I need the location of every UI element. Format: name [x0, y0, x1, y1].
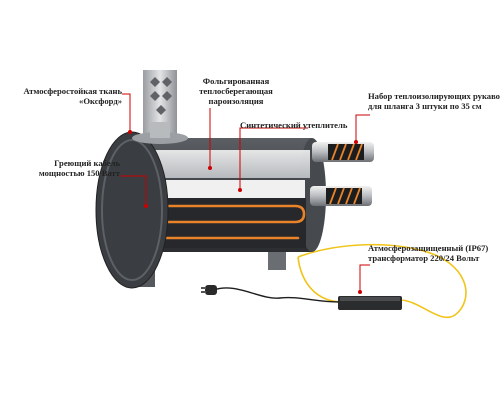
leader-lines	[120, 93, 370, 292]
plug-icon	[201, 285, 217, 295]
power-cord	[213, 287, 341, 303]
hose-sleeve-lower	[310, 186, 372, 206]
label-hose-sleeves: Набор теплоизолирующих рукавов для шланг…	[368, 91, 500, 111]
yellow-wire	[297, 256, 341, 303]
tank-front-rim	[101, 139, 163, 281]
hose-sleeve-upper	[312, 142, 374, 162]
tank-front-cap	[95, 131, 169, 289]
label-heating-cable: Греющий кабель мощностью 150 Ватт	[38, 158, 120, 178]
label-transformer: Атмосферозащищенный (IP67) трансформатор…	[368, 243, 489, 263]
transformer-box	[338, 296, 402, 310]
label-synthetic-insulation: Синтетический утеплитель	[240, 120, 348, 130]
label-foil-vapor-barrier: Фольгированная теплосберегающая пароизол…	[199, 76, 273, 106]
chimney-holes-icon	[150, 77, 172, 115]
leader-dots	[128, 130, 362, 294]
foil-layer	[118, 150, 310, 178]
label-oxford-fabric: Атмосферостойкая ткань «Оксфорд»	[23, 86, 123, 106]
yellow-wire	[297, 243, 467, 318]
